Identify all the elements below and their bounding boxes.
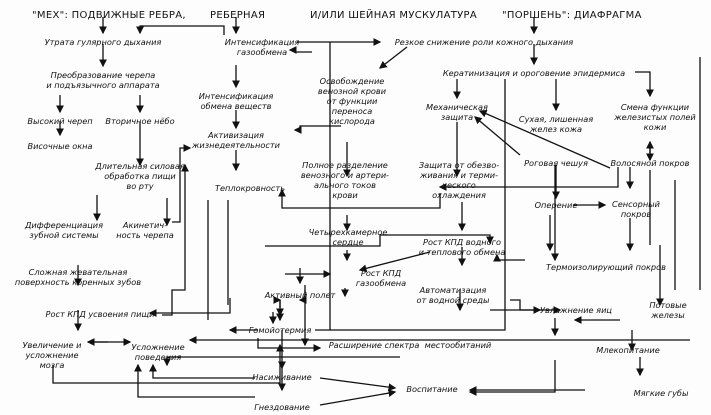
edge: [163, 356, 400, 367]
edge: [358, 251, 431, 273]
edge: [474, 116, 521, 156]
header-rib: РЕБЕРНАЯ: [210, 10, 266, 21]
edge: [149, 363, 255, 379]
node-four-heart: Четырехкамерное сердце: [308, 227, 388, 247]
edge: [635, 71, 654, 98]
edge: [468, 360, 556, 396]
edge: [510, 299, 542, 314]
node-temporal: Височные окна: [27, 141, 93, 151]
node-hair: Волосяной покров: [610, 158, 690, 168]
node-incubation: Насиживание: [252, 372, 312, 382]
edge: [136, 25, 225, 35]
node-kpd-food: Рост КПД усвоения пищи: [45, 309, 155, 319]
node-behavior: Усложнение поведения: [131, 342, 185, 362]
edge: [172, 144, 192, 223]
node-gland-change: Смена функции железистых полей кожи: [614, 102, 696, 132]
node-nesting: Гнездование: [254, 402, 310, 412]
edge: [378, 46, 408, 69]
node-loss-gular: Утрата гулярного дыхания: [44, 37, 162, 47]
node-egg-moist: Увлажнение яиц: [540, 305, 612, 315]
node-soft-lips: Мягкие губы: [633, 388, 689, 398]
node-sweat: Потовые железы: [649, 300, 687, 320]
edge: [52, 343, 284, 384]
node-high-skull: Высокий череп: [27, 116, 93, 126]
edge: [288, 46, 312, 54]
node-intens-metab: Интенсификация обмена веществ: [198, 91, 274, 111]
edge: [438, 167, 619, 191]
node-warm-blood: Теплокровность: [214, 183, 286, 193]
node-protect-dry: Защита от обезво- живания и терми- ческо…: [418, 160, 500, 200]
node-skin-resp-drop: Резкое снижение роли кожного дыхания: [394, 37, 574, 47]
node-habitat: Расширение спектра местообитаний: [328, 340, 492, 350]
edge: [148, 298, 231, 317]
node-keratin: Кератинизация и ороговение эпидермиса: [442, 68, 626, 78]
node-mech-protect: Механическая защита: [426, 102, 488, 122]
node-homeo: Гомойотермия: [248, 325, 312, 335]
node-akinetic: Акинетич- ность черепа: [116, 220, 174, 240]
node-complex-chew: Сложная жевательная поверхность коренных…: [14, 267, 142, 287]
node-activation: Активизация жизнедеятельности: [192, 130, 280, 150]
node-thermo-cover: Термоизолирующий покров: [546, 262, 666, 272]
node-horn-scales: Роговая чешуя: [524, 158, 588, 168]
header-bellows: "МЕХ": ПОДВИЖНЫЕ РЕБРА,: [32, 10, 186, 21]
node-active-flight: Активный полет: [264, 290, 336, 300]
edge: [478, 110, 611, 169]
node-venous-free: Освобождение венозной крови от функции п…: [317, 76, 387, 126]
node-sensor: Сенсорный покров: [612, 199, 660, 219]
edge: [293, 125, 341, 134]
edge: [257, 338, 322, 352]
edge: [278, 188, 441, 209]
edge-line: [315, 79, 506, 331]
header-piston: "ПОРШЕНЬ": ДИАФРАГМА: [502, 10, 642, 21]
edge: [493, 253, 525, 262]
node-teeth-diff: Дифференциация зубной системы: [24, 220, 104, 240]
header-neck: И/ИЛИ ШЕЙНАЯ МУСКУЛАТУРА: [310, 10, 478, 21]
node-dry-skin: Сухая, лишенная желез кожа: [518, 114, 594, 134]
node-upbringing: Воспитание: [406, 384, 458, 394]
node-long-process: Длительная силовая обработка пищи во рту: [95, 161, 185, 191]
node-autom: Автоматизация от водной среды: [416, 285, 490, 305]
node-kpd-gas: Рост КПД газообмена: [355, 268, 407, 288]
edge: [265, 234, 494, 247]
node-full-sep: Полное разделение венозного и артери- ал…: [300, 160, 390, 200]
node-brain: Увеличение и усложнение мозга: [22, 340, 82, 370]
node-milk: Млекопитание: [596, 345, 660, 355]
node-intens-gas: Интенсификация газообмена: [224, 37, 300, 57]
node-kpd-water: Рост КПД водного и теплового обмена: [418, 237, 506, 257]
edge: [134, 363, 255, 398]
edge: [319, 389, 397, 406]
node-skull-transform: Преобразование черепа и подъязычного апп…: [46, 70, 160, 90]
edge: [162, 163, 189, 316]
node-sec-palate: Вторичное нёбо: [105, 116, 175, 126]
edge: [319, 377, 397, 392]
node-feathers: Оперение: [534, 200, 578, 210]
